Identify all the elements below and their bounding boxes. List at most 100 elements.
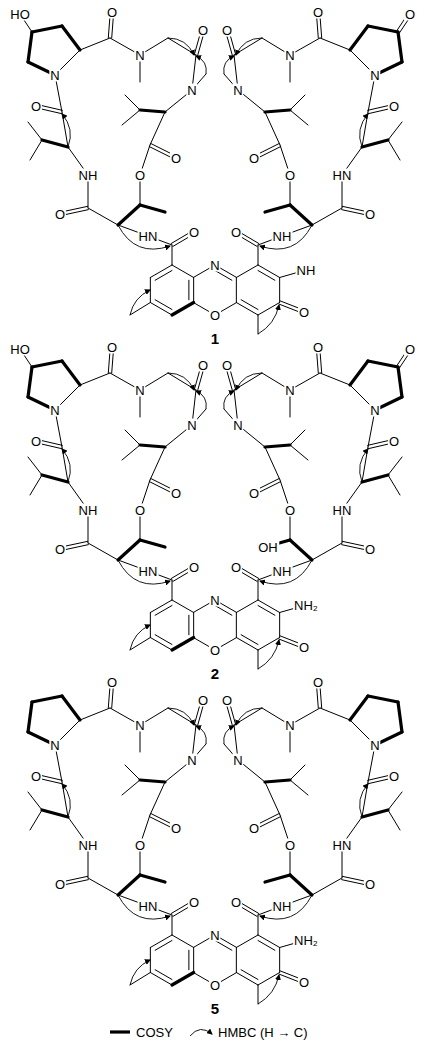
atom-label: O xyxy=(248,487,260,500)
bond xyxy=(122,110,140,125)
hmbc-arrow xyxy=(118,225,170,249)
bond xyxy=(258,580,259,600)
bond xyxy=(290,765,305,780)
cosy-bond xyxy=(362,475,388,482)
hmbc-arrow xyxy=(258,640,279,669)
bond xyxy=(155,635,172,645)
cosy-bond xyxy=(140,110,165,112)
cosy-bond xyxy=(62,361,80,385)
atom-label: NH xyxy=(272,230,293,243)
bond xyxy=(290,780,308,795)
bond xyxy=(193,278,194,303)
bond xyxy=(265,447,280,480)
bond xyxy=(88,543,118,560)
atom-label: O xyxy=(209,644,221,657)
bond xyxy=(30,810,42,830)
atom-label: O xyxy=(54,208,66,221)
atom-label: O xyxy=(54,878,66,891)
bond xyxy=(258,985,259,1004)
bond xyxy=(125,430,140,445)
cosy-bond xyxy=(350,696,368,720)
cosy-bond xyxy=(118,540,140,560)
atom-label: O xyxy=(134,839,146,852)
atom-label: N xyxy=(186,419,197,432)
atom-label: NH xyxy=(78,504,99,517)
cosy-bond xyxy=(28,32,32,62)
bond xyxy=(122,445,140,460)
atom-label: O xyxy=(170,152,182,165)
cosy-bond xyxy=(118,875,140,895)
atom-label: NH xyxy=(78,169,99,182)
atom-label: O xyxy=(30,435,42,448)
hmbc-arrow xyxy=(260,560,312,584)
bond xyxy=(241,300,258,310)
bond xyxy=(150,265,172,278)
bond xyxy=(168,708,196,725)
bond xyxy=(234,38,262,55)
bond xyxy=(30,140,42,160)
hmbc-arrow xyxy=(62,114,70,147)
bond xyxy=(28,792,42,810)
bond xyxy=(279,278,280,303)
bond xyxy=(155,271,172,281)
hmbc-arrow xyxy=(258,305,279,334)
atom-label: O xyxy=(106,6,118,19)
bond xyxy=(130,973,150,986)
atom-label: O xyxy=(312,341,324,354)
bond xyxy=(150,600,172,613)
atom-label: O xyxy=(248,152,260,165)
atom-label: N xyxy=(49,739,60,752)
atom-label: O xyxy=(284,169,296,182)
atom-label: N xyxy=(209,929,220,942)
cosy-bond xyxy=(28,702,32,732)
bond xyxy=(150,935,172,948)
bond xyxy=(290,110,308,125)
hmbc-arrow xyxy=(196,726,206,744)
cosy-bond xyxy=(42,140,68,147)
bond xyxy=(172,580,173,600)
bond xyxy=(258,935,280,948)
cosy-bond xyxy=(62,696,80,720)
bond xyxy=(388,122,402,140)
cosy-bond xyxy=(265,110,290,112)
atom-label: O xyxy=(248,822,260,835)
cosy-bond xyxy=(172,973,194,986)
atom-label: HO xyxy=(9,8,31,21)
cosy-bond xyxy=(290,205,312,225)
cosy-bond xyxy=(290,875,312,895)
bond xyxy=(258,245,259,265)
atom-label: N xyxy=(284,719,295,732)
bond xyxy=(290,430,305,445)
bond xyxy=(80,38,110,50)
atom-label: O xyxy=(284,504,296,517)
bond xyxy=(234,373,262,390)
atom-label: O xyxy=(188,561,200,574)
bond xyxy=(193,948,194,973)
bond xyxy=(258,606,275,616)
cosy-bond xyxy=(32,361,62,367)
cosy-bond xyxy=(368,361,398,367)
bond xyxy=(125,95,140,110)
cosy-sample xyxy=(110,1030,130,1033)
atom-label: N xyxy=(134,49,145,62)
bond xyxy=(320,708,350,720)
bond xyxy=(172,245,173,265)
bond xyxy=(258,600,280,613)
bond xyxy=(193,613,194,638)
bond xyxy=(265,782,280,815)
atom-label: NH xyxy=(272,900,293,913)
cosy-bond xyxy=(265,445,290,447)
bond xyxy=(320,373,350,385)
atom-label: O xyxy=(388,770,400,783)
cosy-bond xyxy=(265,875,290,882)
atom-label: HN xyxy=(332,839,353,852)
bond xyxy=(155,941,172,951)
atom-label: O xyxy=(221,694,233,707)
compound-number: 1 xyxy=(210,331,220,346)
cosy-bond xyxy=(398,32,402,62)
legend-text: COSY xyxy=(136,1026,173,1039)
hmbc-arrow xyxy=(224,726,234,744)
bond xyxy=(28,457,42,475)
atom-label: O xyxy=(230,561,242,574)
